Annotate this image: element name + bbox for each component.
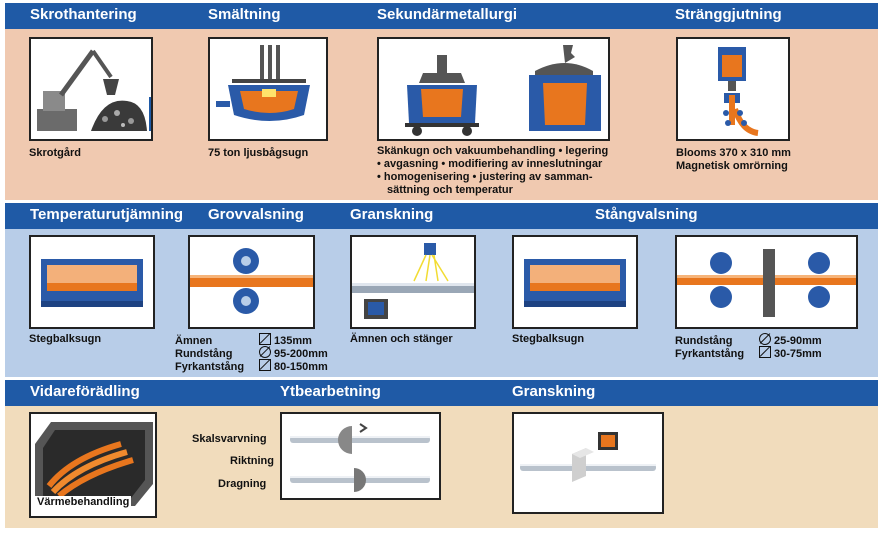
caption-sekundar-2: • avgasning • modifiering av inneslutnin… — [377, 158, 603, 170]
inspection-image-3 — [512, 412, 664, 514]
arc-furnace-image — [208, 37, 328, 141]
surface-treatment-image — [280, 412, 441, 500]
row2-content: Stegbalksugn Ämnen 135mm Rundstång 95-200m… — [5, 229, 878, 377]
grov-spec-value: 95-200mm — [274, 348, 328, 360]
title-sekundarmetallurgi: Sekundärmetallurgi — [377, 6, 518, 23]
label-riktning: Riktning — [230, 455, 274, 467]
square-dimension-icon — [259, 359, 271, 371]
caption-sekundar-4: sättning och temperatur — [387, 184, 513, 196]
walking-beam-furnace-image — [29, 235, 155, 329]
square-dimension-icon — [759, 346, 771, 358]
diameter-icon — [759, 333, 771, 345]
caption-sekundar-1: Skänkugn och vakuumbehandling • legering — [377, 145, 609, 157]
row2-header-bar: Temperaturutjämning Grovvalsning Granskn… — [5, 203, 878, 229]
row1-content: Skrotgård 75 ton ljusbågsugn — [5, 29, 878, 200]
grov-spec-label: Fyrkantstång — [175, 361, 245, 373]
grov-spec-label: Rundstång — [175, 348, 233, 360]
title-temperaturutjamning: Temperaturutjämning — [30, 206, 184, 223]
grov-spec-value: 80-150mm — [274, 361, 328, 373]
inspection-image-2 — [350, 235, 476, 329]
stang-spec-row-2: Fyrkantstång 30-75mm — [675, 346, 822, 361]
scrap-yard-image — [29, 37, 153, 141]
caption-magnetisk: Magnetisk omrörning — [676, 160, 788, 172]
caption-stegbalksugn-1: Stegbalksugn — [29, 333, 102, 345]
grov-spec-row-1: Ämnen 135mm — [175, 333, 312, 348]
title-granskning-2: Granskning — [350, 206, 434, 223]
caption-varmebehandling: Värmebehandling — [35, 496, 132, 509]
row3-header-bar: Vidareförädling Ytbearbetning Granskning — [5, 380, 878, 406]
caption-blooms: Blooms 370 x 310 mm — [676, 147, 791, 159]
grov-spec-row-2: Rundstång 95-200mm — [175, 346, 328, 361]
square-dimension-icon — [259, 333, 271, 345]
caption-sekundar-3: • homogenisering • justering av samman- — [377, 171, 593, 183]
grov-spec-label: Ämnen — [175, 335, 213, 347]
caption-skrotgard: Skrotgård — [29, 147, 81, 159]
title-ytbearbetning: Ytbearbetning — [280, 383, 381, 400]
roughing-mill-image — [188, 235, 315, 329]
title-smaltning: Smältning — [208, 6, 281, 23]
row2-band: Temperaturutjämning Grovvalsning Granskn… — [5, 203, 878, 377]
bar-mill-image — [675, 235, 858, 329]
row1-header-bar: Skrothantering Smältning Sekundärmetallu… — [5, 3, 878, 29]
title-vidareforadling: Vidareförädling — [30, 383, 140, 400]
walking-beam-furnace-image-2 — [512, 235, 638, 329]
stang-spec-value: 30-75mm — [774, 348, 822, 360]
title-skrothantering: Skrothantering — [30, 6, 137, 23]
stang-spec-row-1: Rundstång 25-90mm — [675, 333, 822, 348]
stang-spec-label: Rundstång — [675, 335, 733, 347]
row3-band: Vidareförädling Ytbearbetning Granskning… — [5, 380, 878, 528]
caption-stegbalksugn-2: Stegbalksugn — [512, 333, 585, 345]
title-grovvalsning: Grovvalsning — [208, 206, 304, 223]
grov-spec-row-3: Fyrkantstång 80-150mm — [175, 359, 328, 374]
label-dragning: Dragning — [218, 478, 267, 490]
continuous-casting-image — [676, 37, 790, 141]
title-granskning-3: Granskning — [512, 383, 596, 400]
title-stangvalsning: Stångvalsning — [595, 206, 698, 223]
stang-spec-label: Fyrkantstång — [675, 348, 745, 360]
ladle-furnace-image — [377, 37, 610, 141]
stang-spec-value: 25-90mm — [774, 335, 822, 347]
caption-ljusbagsugn: 75 ton ljusbågsugn — [208, 147, 309, 159]
row3-content: Värmebehandling Skalsvarvning Riktning D… — [5, 406, 878, 528]
caption-amnen-och-stanger: Ämnen och stänger — [350, 333, 453, 345]
label-skalsvarvning: Skalsvarvning — [192, 433, 267, 445]
grov-spec-value: 135mm — [274, 335, 312, 347]
title-stranggjutning: Stränggjutning — [675, 6, 782, 23]
row1-band: Skrothantering Smältning Sekundärmetallu… — [5, 3, 878, 200]
diameter-icon — [259, 346, 271, 358]
